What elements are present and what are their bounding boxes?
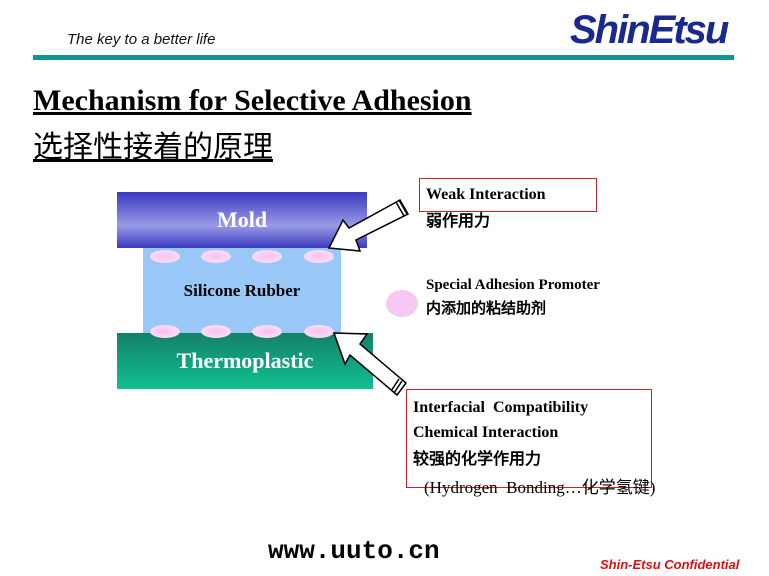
- footer-url: www.uuto.cn: [268, 536, 440, 566]
- strong-interaction-box: [406, 389, 652, 488]
- page-title: Mechanism for Selective Adhesion: [33, 84, 472, 117]
- strong-line1: Interfacial Compatibility: [413, 399, 589, 416]
- strong-line2: Chemical Interaction: [413, 424, 559, 441]
- promoter-dot: [150, 325, 180, 338]
- weak-interaction-box: [419, 178, 597, 212]
- weak-zh: 弱作用力: [426, 211, 491, 230]
- strong-interaction-label: Interfacial Compatibility Chemical Inter…: [413, 395, 588, 469]
- strong-zh: 较强的化学作用力: [413, 449, 542, 468]
- promoter-dot: [304, 325, 334, 338]
- promoter-legend-dot: [386, 290, 418, 317]
- confidential-label: Shin-Etsu Confidential: [600, 557, 740, 572]
- promoter-en: Special Adhesion Promoter: [426, 277, 600, 293]
- thermoplastic-layer: Thermoplastic: [117, 333, 373, 389]
- silicone-rubber-layer: Silicone Rubber: [143, 248, 341, 333]
- tagline: The key to a better life: [67, 31, 216, 48]
- rubber-label: Silicone Rubber: [183, 280, 301, 300]
- mold-layer: Mold: [117, 192, 367, 248]
- hydrogen-bonding-note: (Hydrogen Bonding…化学氢键): [424, 478, 656, 497]
- promoter-label: Special Adhesion Promoter 内添加的粘结助剂: [426, 273, 600, 318]
- weak-interaction-label: Weak Interaction 弱作用力: [426, 183, 546, 231]
- promoter-dot: [201, 325, 231, 338]
- promoter-dot: [252, 325, 282, 338]
- promoter-dot: [252, 250, 282, 263]
- mold-label: Mold: [216, 207, 268, 232]
- page-title-chinese: 选择性接着的原理: [33, 130, 273, 165]
- header-divider: [33, 55, 734, 60]
- promoter-dot: [201, 250, 231, 263]
- shin-etsu-logo: ShinEtsu: [570, 8, 729, 52]
- thermoplastic-label: Thermoplastic: [176, 348, 314, 373]
- weak-en: Weak Interaction: [426, 186, 546, 203]
- strong-arrow-icon: [332, 332, 408, 397]
- promoter-dot: [150, 250, 180, 263]
- promoter-dot: [304, 250, 334, 263]
- weak-arrow-icon: [327, 198, 410, 252]
- promoter-zh: 内添加的粘结助剂: [426, 299, 547, 317]
